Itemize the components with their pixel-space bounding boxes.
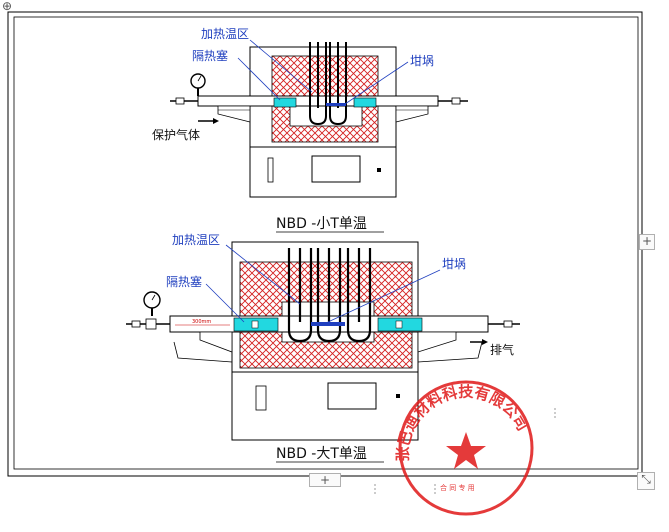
large-valve-left-icon: [131, 320, 141, 328]
large-display: [327, 382, 377, 410]
large-label-crucible: 坩埚: [442, 257, 466, 271]
large-label-insulation-plug: 隔热塞: [166, 274, 202, 289]
small-caption: NBD -小T单温: [276, 216, 367, 232]
small-label-protective-gas: 保护气体: [152, 127, 200, 142]
small-insulation-plug-left: [273, 97, 297, 108]
large-tube-size: 300mm: [192, 319, 211, 325]
add-right-button[interactable]: +: [639, 234, 655, 250]
small-rod-2: [329, 42, 347, 126]
seal-star-icon: [446, 432, 486, 469]
small-rod-1: [309, 42, 327, 126]
small-crucible: [326, 103, 346, 106]
large-crucible: [311, 322, 345, 326]
small-valve-left-icon: [175, 97, 185, 105]
small-label-crucible: 坩埚: [410, 54, 434, 68]
large-furnace: 300mm: [126, 233, 520, 463]
large-caption: NBD -大T单温: [276, 446, 367, 462]
large-rod-1: [287, 248, 313, 343]
add-bottom-button[interactable]: +: [309, 473, 341, 487]
small-valve-right-icon: [451, 97, 461, 105]
large-rod-3: [346, 248, 372, 343]
small-label-insulation-plug: 隔热塞: [192, 48, 228, 63]
resize-handle-icon[interactable]: ⤡: [637, 472, 655, 490]
large-label-exhaust: 排气: [490, 342, 514, 357]
small-display: [311, 155, 361, 183]
large-label-heating-zone: 加热温区: [172, 233, 220, 247]
small-insulation-plug-right: [353, 97, 377, 108]
large-valve-right-icon: [503, 320, 513, 328]
small-furnace: 加热温区 隔热塞 坩埚 保护气体 NBD -小T单温: [152, 27, 468, 233]
large-rod-2: [316, 248, 342, 343]
move-handle-icon[interactable]: ⊕: [1, 0, 13, 13]
inner-frame: [13, 16, 639, 470]
small-label-heating-zone: 加热温区: [201, 27, 249, 41]
seal-sub-text: 合 同 专 用: [440, 483, 475, 492]
